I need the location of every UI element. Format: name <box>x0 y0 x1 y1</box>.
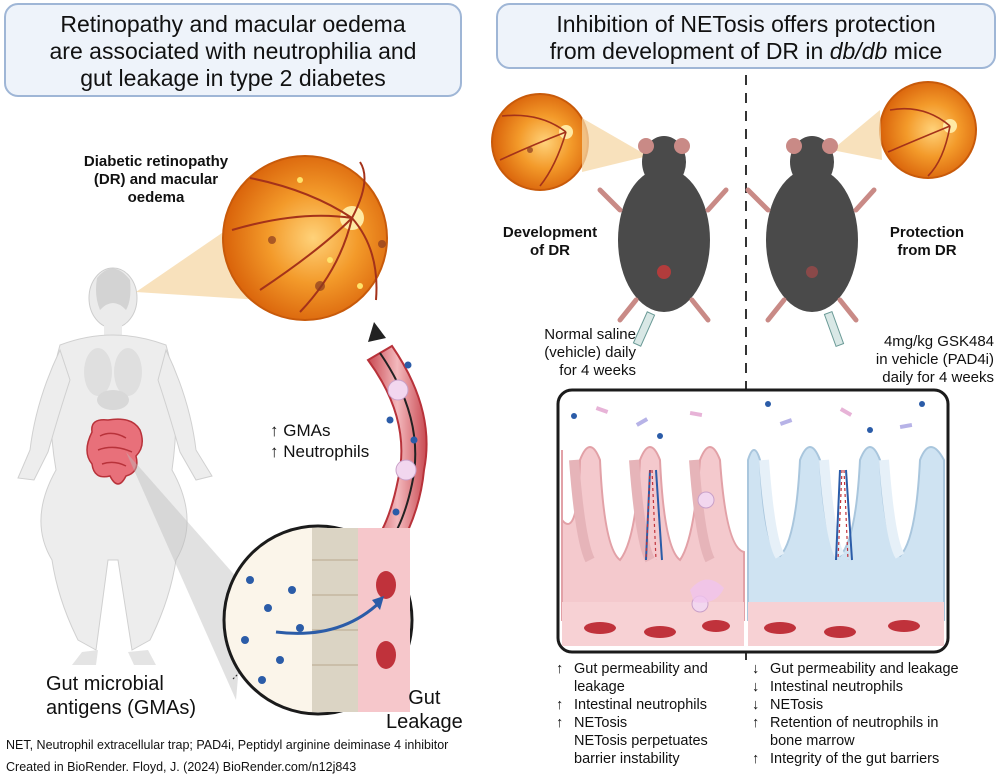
development-line-2: of DR <box>530 242 570 259</box>
human-figure <box>17 267 213 665</box>
pad4i-effect-item: ↓ NETosis <box>752 696 998 714</box>
syringe-vehicle-icon <box>632 311 656 347</box>
effect-text-cont: leakage <box>574 679 625 695</box>
pad4i-effect-item: ↑ Integrity of the gut barriers <box>752 750 998 768</box>
protection-line-2: from DR <box>897 242 957 259</box>
gut-leakage-line-2: Leakage <box>386 711 463 733</box>
biorender-credit: Created in BioRender. Floyd, J. (2024) B… <box>6 760 357 774</box>
gut-zoom-cone <box>126 452 246 700</box>
vehicle-line-3: for 4 weeks <box>559 362 636 379</box>
mouse-pad4i-icon <box>745 136 877 323</box>
gmas-increase-label: ↑ GMAs <box>270 421 331 440</box>
right-title-line-2-start: from development of DR in <box>549 38 830 64</box>
intestine-comparison-panel <box>556 388 950 654</box>
retina-protection-icon <box>879 81 977 179</box>
effect-text: Gut permeability and leakage <box>770 661 959 677</box>
retina-dev-cone <box>582 118 648 172</box>
gma-label: Gut microbial antigens (GMAs) <box>46 672 196 720</box>
right-panel-title: Inhibition of NETosis offers protection … <box>496 3 996 69</box>
development-of-dr-label: Development of DR <box>490 224 610 260</box>
effect-text-cont: bone marrow <box>770 733 855 749</box>
gut-leakage-magnified-icon <box>222 524 414 716</box>
left-title-line-2: are associated with neutrophilia and <box>49 38 417 64</box>
gut-leakage-line-1: Gut <box>408 687 441 709</box>
gut-leakage-label: Gut Leakage <box>386 686 463 734</box>
dr-label-line-3: oedema <box>127 189 185 206</box>
syringe-pad4i-icon <box>823 311 845 347</box>
pad4i-effects-list: ↓ Gut permeability and leakage ↓ Intestina… <box>752 660 998 768</box>
pad4i-line-1: 4mg/kg GSK484 <box>883 333 994 350</box>
right-title-line-1: Inhibition of NETosis offers protection <box>556 11 936 37</box>
vehicle-effect-item: ↑ NETosis <box>556 714 748 732</box>
left-title-line-3: gut leakage in type 2 diabetes <box>80 65 386 91</box>
mouse-vehicle-icon <box>597 136 729 323</box>
vehicle-line-1: Normal saline <box>544 326 636 343</box>
pad4i-effect-item: ↓ Intestinal neutrophils <box>752 678 998 696</box>
effect-arrow: ↑ <box>556 661 564 677</box>
effect-arrow: ↓ <box>752 679 760 695</box>
effect-text: Retention of neutrophils in <box>770 715 939 731</box>
effect-text: Intestinal neutrophils <box>574 697 707 713</box>
effect-arrow: ↑ <box>752 751 760 767</box>
effect-text: Integrity of the gut barriers <box>770 751 940 767</box>
retina-development-icon <box>491 93 589 191</box>
left-title-line-1: Retinopathy and macular oedema <box>60 11 406 37</box>
dr-label: Diabetic retinopathy (DR) and macular oe… <box>66 153 246 207</box>
dr-label-line-2: (DR) and macular <box>93 171 219 188</box>
pad4i-line-2: in vehicle (PAD4i) <box>875 351 994 368</box>
vehicle-treatment-label: Normal saline (vehicle) daily for 4 week… <box>506 326 636 380</box>
effect-arrow <box>556 732 574 768</box>
effect-arrow: ↓ <box>752 697 760 713</box>
vehicle-effect-item: NETosis perpetuates barrier instability <box>556 732 748 768</box>
right-title-db-db: db/db <box>829 38 888 64</box>
right-title-line-2: from development of DR in db/db mice <box>498 38 994 65</box>
vehicle-line-2: (vehicle) daily <box>544 344 636 361</box>
leakage-arrow <box>372 596 384 610</box>
effect-text: Intestinal neutrophils <box>770 679 903 695</box>
protection-line-1: Protection <box>889 224 965 241</box>
gma-pointer-line <box>231 671 241 681</box>
effect-arrow: ↓ <box>752 661 760 677</box>
blood-vessel-icon <box>366 322 428 552</box>
increase-labels: ↑ GMAs ↑ Neutrophils <box>270 420 369 462</box>
abbreviations-footnote: NET, Neutrophil extracellular trap; PAD4… <box>6 738 449 752</box>
effect-text-cont: barrier instability <box>574 751 680 767</box>
effect-arrow: ↑ <box>752 715 760 731</box>
pad4i-line-3: daily for 4 weeks <box>882 369 994 386</box>
gma-label-line-1: Gut microbial <box>46 673 164 695</box>
right-title-line-2-end: mice <box>887 38 943 64</box>
gma-label-line-2: antigens (GMAs) <box>46 697 197 719</box>
pad4i-treatment-label: 4mg/kg GSK484 in vehicle (PAD4i) daily f… <box>852 333 994 387</box>
vehicle-effect-item: ↑ Intestinal neutrophils <box>556 696 748 714</box>
left-panel-title: Retinopathy and macular oedema are assoc… <box>4 3 462 97</box>
neutrophils-increase-label: ↑ Neutrophils <box>270 442 370 461</box>
pad4i-effect-item: ↑ Retention of neutrophils in bone marrow <box>752 714 998 750</box>
effect-text: NETosis perpetuates <box>574 733 708 749</box>
effect-text: NETosis <box>770 697 824 713</box>
pad4i-effect-item: ↓ Gut permeability and leakage <box>752 660 998 678</box>
vehicle-effect-item: ↑ Gut permeability and leakage <box>556 660 748 696</box>
development-line-1: Development <box>502 224 598 241</box>
intestines-icon <box>86 418 143 485</box>
retina-left-icon <box>222 155 388 321</box>
effect-text: NETosis <box>574 715 628 731</box>
vehicle-effects-list: ↑ Gut permeability and leakage ↑ Intestinal… <box>556 660 748 768</box>
effect-arrow: ↑ <box>556 715 564 731</box>
retina-prot-cone <box>832 110 882 160</box>
dr-label-line-1: Diabetic retinopathy <box>83 153 229 170</box>
effect-text: Gut permeability and <box>574 661 708 677</box>
effect-arrow: ↑ <box>556 697 564 713</box>
protection-from-dr-label: Protection from DR <box>872 224 982 260</box>
vessel-flow-arrow <box>368 322 386 342</box>
